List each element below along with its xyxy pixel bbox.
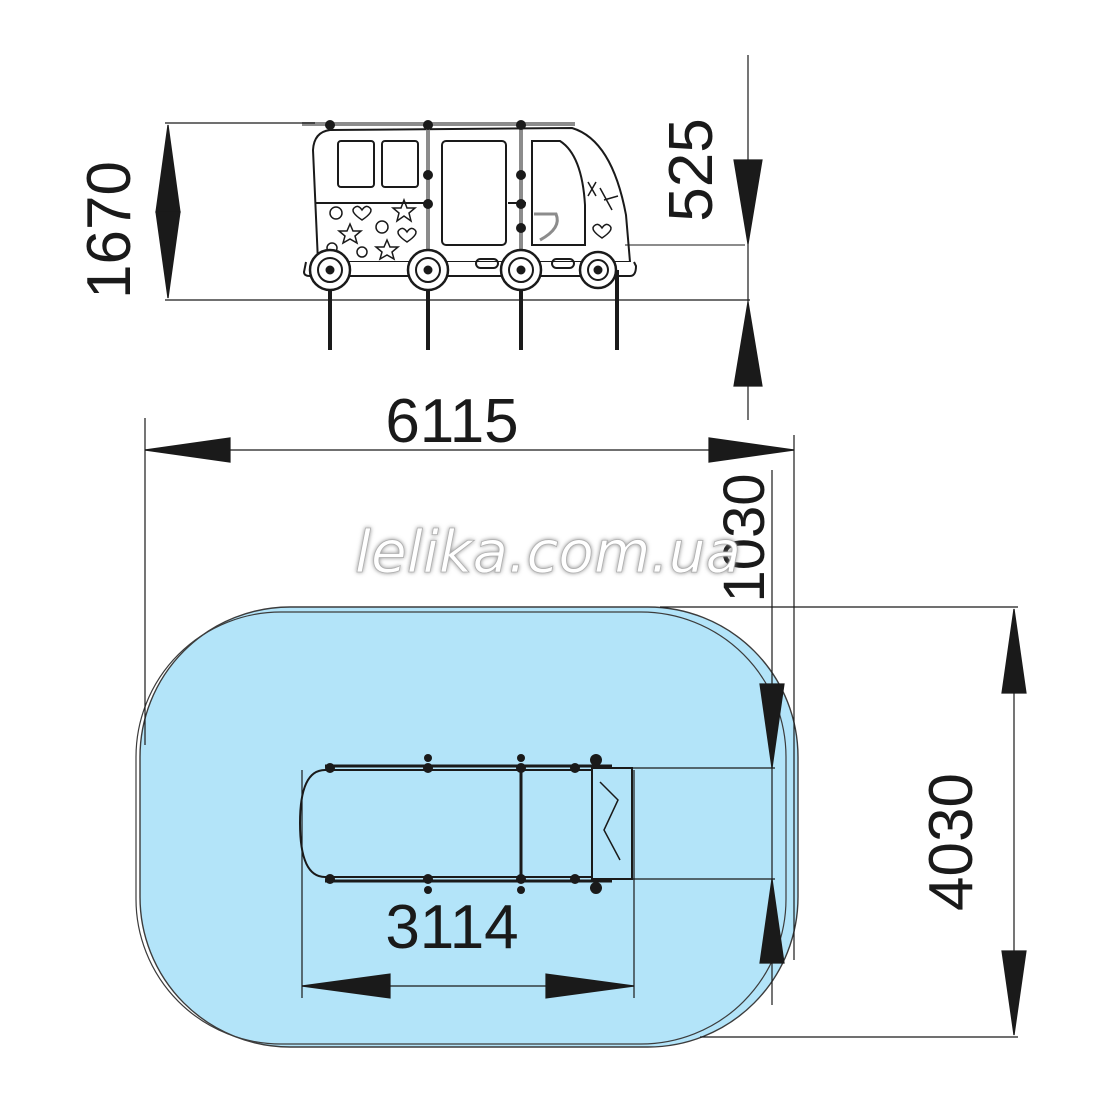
wheel-1 <box>308 248 352 350</box>
grab-handle <box>534 212 559 242</box>
bus-side-view <box>302 120 745 277</box>
plan-post <box>517 754 525 762</box>
dim-label-ground-depth: 525 <box>657 118 726 221</box>
plan-front-section <box>591 767 633 880</box>
plan-post <box>516 874 526 884</box>
heart-icon <box>352 205 372 221</box>
wheel-4 <box>578 250 619 350</box>
arrow-head <box>144 437 231 463</box>
plan-post <box>423 874 433 884</box>
plan-post <box>423 763 433 773</box>
plan-post <box>517 886 525 894</box>
window-2 <box>381 140 419 188</box>
wheel-3 <box>499 248 543 350</box>
plan-post <box>516 763 526 773</box>
star-icon <box>336 222 364 245</box>
plan-post <box>590 882 602 894</box>
dimension-labels: 1670 525 6115 1030 4030 3114 <box>75 118 986 962</box>
plan-post <box>325 763 335 773</box>
plan-post <box>570 763 580 773</box>
wheel-hub <box>593 265 603 275</box>
arrow-head <box>759 878 785 964</box>
front-window <box>531 140 586 246</box>
star-icon <box>390 197 418 223</box>
post-cap-2 <box>423 120 433 130</box>
bolt-1 <box>423 170 433 180</box>
dim-label-overall-width: 4030 <box>917 773 986 911</box>
dim-label-side-clearance: 1030 <box>712 473 777 602</box>
plan-post <box>424 886 432 894</box>
wheel-hub <box>516 265 526 275</box>
door-window <box>441 140 507 246</box>
arrow-head <box>708 437 795 463</box>
arrow-head <box>1001 608 1027 694</box>
arrow-head <box>155 211 181 299</box>
plan-post <box>325 874 335 884</box>
flower-icon <box>356 246 368 258</box>
plan-post <box>424 754 432 762</box>
safety-zone-inner <box>135 611 787 1045</box>
heart-icon <box>592 223 612 239</box>
wheels <box>308 248 619 350</box>
arrow-head <box>759 683 785 769</box>
plan-post <box>570 874 580 884</box>
arrow-head <box>733 301 763 387</box>
tree-icon <box>587 181 619 211</box>
bolt-2 <box>423 199 433 209</box>
bus-plan-outline <box>298 769 600 878</box>
arrow-head <box>545 973 635 999</box>
bolt-5 <box>516 223 526 233</box>
wheel-hub <box>325 265 335 275</box>
post-cap-1 <box>325 120 335 130</box>
plan-post <box>590 754 602 766</box>
arrow-head <box>733 159 763 245</box>
watermark: lelika.com.ua <box>355 518 741 586</box>
plan-posts <box>325 754 602 894</box>
window-1 <box>337 140 375 188</box>
plan-front-detail <box>599 781 621 861</box>
bus-plan-view <box>298 754 633 894</box>
bus-body <box>311 126 632 263</box>
post-cap-3 <box>516 120 526 130</box>
side-light-1 <box>475 258 499 269</box>
arrow-head <box>1001 950 1027 1036</box>
wheel-2 <box>406 248 450 350</box>
flower-icon <box>329 206 343 220</box>
dim-label-height-total: 1670 <box>75 161 144 299</box>
star-icon <box>373 238 401 261</box>
flower-icon <box>375 220 389 234</box>
dimension-lines <box>144 55 1027 1038</box>
decor-shapes <box>326 181 619 261</box>
dim-label-overall-length: 6115 <box>385 387 518 456</box>
heart-icon <box>397 227 417 243</box>
arrow-head <box>301 973 391 999</box>
bolt-3 <box>516 170 526 180</box>
bolt-4 <box>516 199 526 209</box>
wheel-hub <box>423 265 433 275</box>
dim-label-bus-length: 3114 <box>385 893 518 962</box>
side-light-2 <box>551 258 575 269</box>
arrow-head <box>155 124 181 213</box>
